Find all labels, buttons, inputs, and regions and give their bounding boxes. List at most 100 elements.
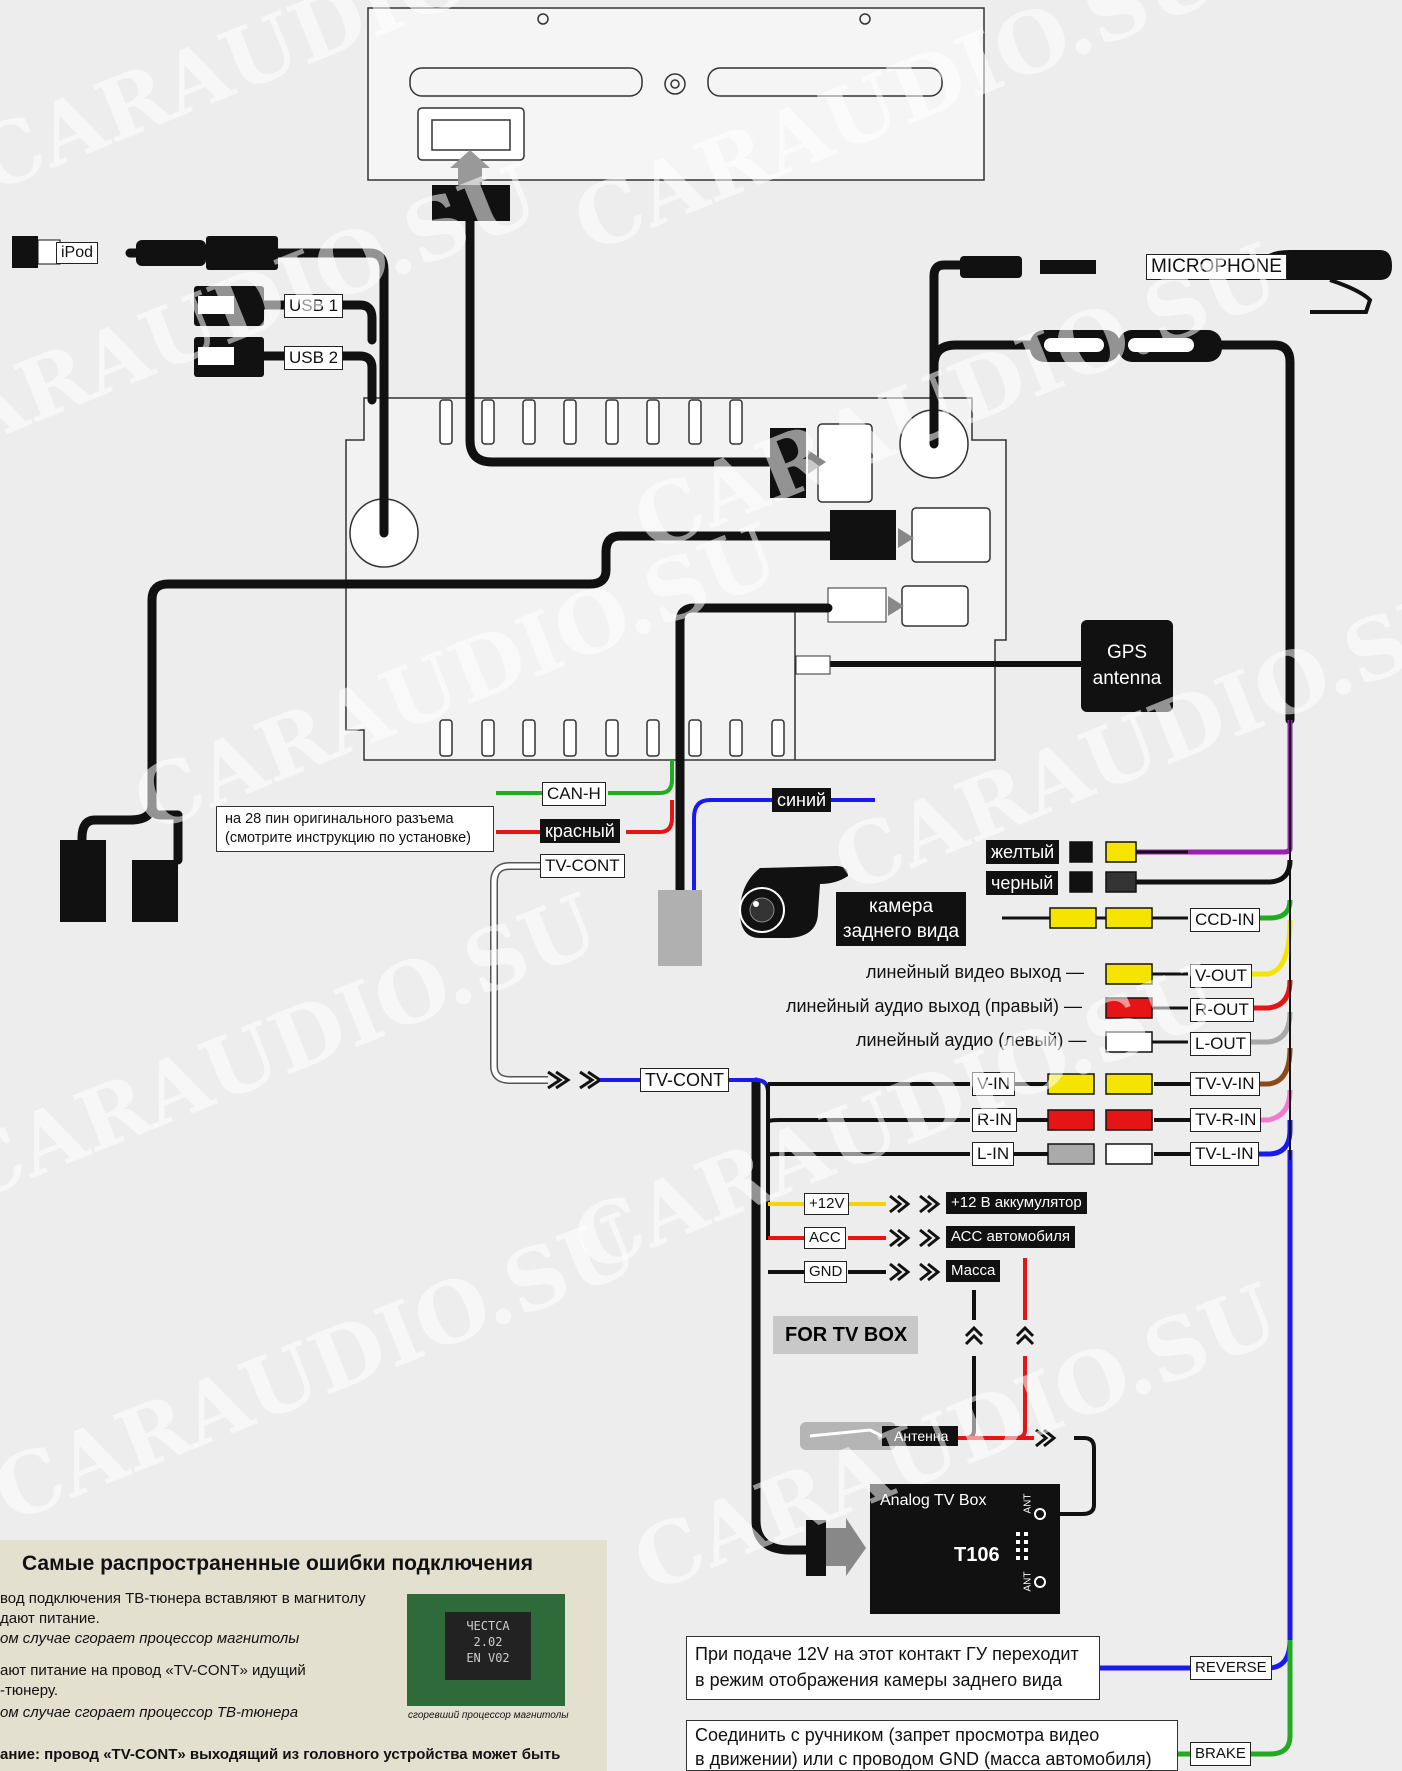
plus12v-label: +12V	[804, 1193, 850, 1215]
cherniy-label: черный	[986, 871, 1059, 895]
siniy-label: синий	[772, 788, 832, 812]
tvbox-ant-top: ANT	[1022, 1493, 1034, 1514]
tv-cont-plug	[658, 890, 702, 966]
tv-v-in-label: TV-V-IN	[1190, 1072, 1260, 1096]
pin28-note-line2: (смотрите инструкцию по установке)	[225, 830, 471, 846]
v-out-label: V-OUT	[1190, 964, 1252, 988]
tvbox-ant-bottom: ANT	[1022, 1571, 1034, 1592]
microphone-label: MICROPHONE	[1146, 254, 1287, 280]
tvbox-model: T106	[954, 1544, 1000, 1566]
tvbox-title: Analog TV Box	[880, 1492, 987, 1509]
error-line-4: ают питание на провод «TV-CONT» идущий	[0, 1662, 306, 1679]
brake-label: BRAKE	[1190, 1742, 1251, 1766]
ipod-label: iPod	[56, 242, 99, 264]
tv-cont-wire	[490, 862, 548, 1084]
rca-wires	[1002, 850, 1188, 1044]
chip-text-2: 2.02	[473, 1635, 503, 1649]
antenna-label: Антенна	[894, 1428, 949, 1444]
gps-antenna-block: GPS antenna	[1081, 620, 1173, 712]
antenna-icon	[800, 1422, 958, 1450]
l-out-label: L-OUT	[1190, 1032, 1251, 1056]
v-in-label: V-IN	[972, 1072, 1016, 1096]
acc-label: ACC	[804, 1227, 846, 1249]
connector-arrow	[808, 450, 826, 474]
tv-cont-label-2: TV-CONT	[640, 1068, 729, 1092]
socket-plug-1	[770, 428, 806, 498]
line-audio-right-text: линейный аудио выход (правый) —	[786, 996, 1083, 1016]
tv-l-in-label: TV-L-IN	[1190, 1142, 1259, 1166]
tv-cont-wire-inner	[491, 863, 548, 1083]
usb1-label: USB 1	[284, 294, 344, 318]
can-h-label: CAN-H	[542, 782, 606, 806]
harness-wires	[1100, 720, 1293, 1757]
reverse-note-line2: в режим отображения камеры заднего вида	[695, 1670, 1063, 1690]
l-in-label: L-IN	[972, 1142, 1015, 1166]
black-cables	[77, 216, 1295, 1555]
camera-label-line1: камера	[868, 896, 934, 917]
back-panel-sockets	[794, 423, 991, 760]
common-errors-title: Самые распространенные ошибки подключени…	[22, 1552, 533, 1575]
head-unit-front-panel	[367, 7, 985, 181]
usb2-label: USB 2	[284, 346, 344, 370]
brake-note-line1: Соединить с ручником (запрет просмотра в…	[695, 1725, 1100, 1745]
iso-plug-left	[60, 840, 106, 922]
massa-label: Масса	[946, 1260, 1001, 1282]
usb-connectors	[194, 286, 264, 377]
chip-caption: сгоревший процессор магнитолы	[408, 1710, 569, 1721]
main-plug	[432, 185, 510, 221]
brake-note: Соединить с ручником (запрет просмотра в…	[686, 1720, 1178, 1771]
chevron-arrows	[889, 1194, 1057, 1448]
r-in-label: R-IN	[972, 1108, 1017, 1132]
chip-text-3: EN V02	[466, 1651, 510, 1665]
acc-car-label: АСС автомобиля	[946, 1226, 1076, 1248]
zheltiy-label: желтый	[986, 840, 1060, 864]
for-tv-box-label: FOR TV BOX	[773, 1316, 918, 1354]
reverse-label: REVERSE	[1190, 1656, 1272, 1680]
error-line-6: ом случае сгорает процессор ТВ-тюнера	[0, 1704, 299, 1721]
tv-in-wires	[766, 1082, 1192, 1516]
pin28-note-line1: на 28 пин оригинального разъема	[225, 811, 454, 827]
reverse-note: При подаче 12V на этот контакт ГУ перехо…	[686, 1636, 1100, 1700]
ipod-connector	[12, 236, 278, 270]
tv-cont-label: TV-CONT	[540, 854, 625, 878]
ferrite-cores	[1030, 330, 1222, 362]
socket-plug-3	[827, 587, 887, 623]
camera-label: камера заднего вида	[836, 892, 966, 946]
gps-label-line1: GPS	[1106, 642, 1148, 663]
r-out-label: R-OUT	[1190, 998, 1254, 1022]
gps-plug	[795, 655, 831, 675]
reverse-note-line1: При подаче 12V на этот контакт ГУ перехо…	[695, 1644, 1079, 1664]
rear-camera	[739, 866, 848, 938]
krasny-label: красный	[540, 819, 620, 843]
camera-label-line2: заднего вида	[842, 921, 960, 942]
iso-plug-right	[132, 860, 178, 922]
error-line-3: ом случае сгорает процессор магнитолы	[0, 1630, 300, 1647]
gps-label-line2: antenna	[1092, 668, 1162, 689]
connector-arrow	[898, 528, 914, 548]
burnt-processor-photo: ЧЕСТСА 2.02 EN V02	[407, 1594, 565, 1706]
chip-text-1: ЧЕСТСА	[466, 1619, 510, 1633]
left-harness-wires	[496, 760, 875, 890]
error-line-2: дают питание.	[0, 1610, 100, 1627]
microphone-connector	[960, 250, 1392, 314]
back-panel-slots	[349, 399, 969, 757]
brake-note-line2: в движении) или с проводом GND (масса ав…	[695, 1749, 1152, 1769]
gnd-label: GND	[804, 1261, 848, 1283]
line-audio-left-text: линейный аудио (левый) —	[856, 1030, 1087, 1050]
ccd-in-label: CCD-IN	[1190, 908, 1260, 932]
pin28-note: на 28 пин оригинального разъема (смотрит…	[216, 806, 494, 852]
chevron-arrows	[547, 1070, 603, 1090]
error-line-5: -тюнеру.	[0, 1682, 59, 1699]
socket-plug-2	[830, 510, 896, 560]
analog-tv-box	[806, 1484, 1060, 1614]
battery-label: +12 В аккумулятор	[946, 1192, 1087, 1214]
error-line-1: вод подключения ТВ-тюнера вставляют в ма…	[0, 1590, 366, 1607]
processor-chip: ЧЕСТСА 2.02 EN V02	[445, 1612, 531, 1680]
error-line-7: ание: провод «TV-CONT» выходящий из голо…	[0, 1746, 561, 1763]
tv-r-in-label: TV-R-IN	[1190, 1108, 1262, 1132]
connector-arrow	[450, 150, 490, 185]
rca-connectors	[1047, 841, 1153, 1165]
line-video-out-text: линейный видео выход —	[866, 962, 1085, 982]
connector-arrow	[888, 596, 904, 616]
